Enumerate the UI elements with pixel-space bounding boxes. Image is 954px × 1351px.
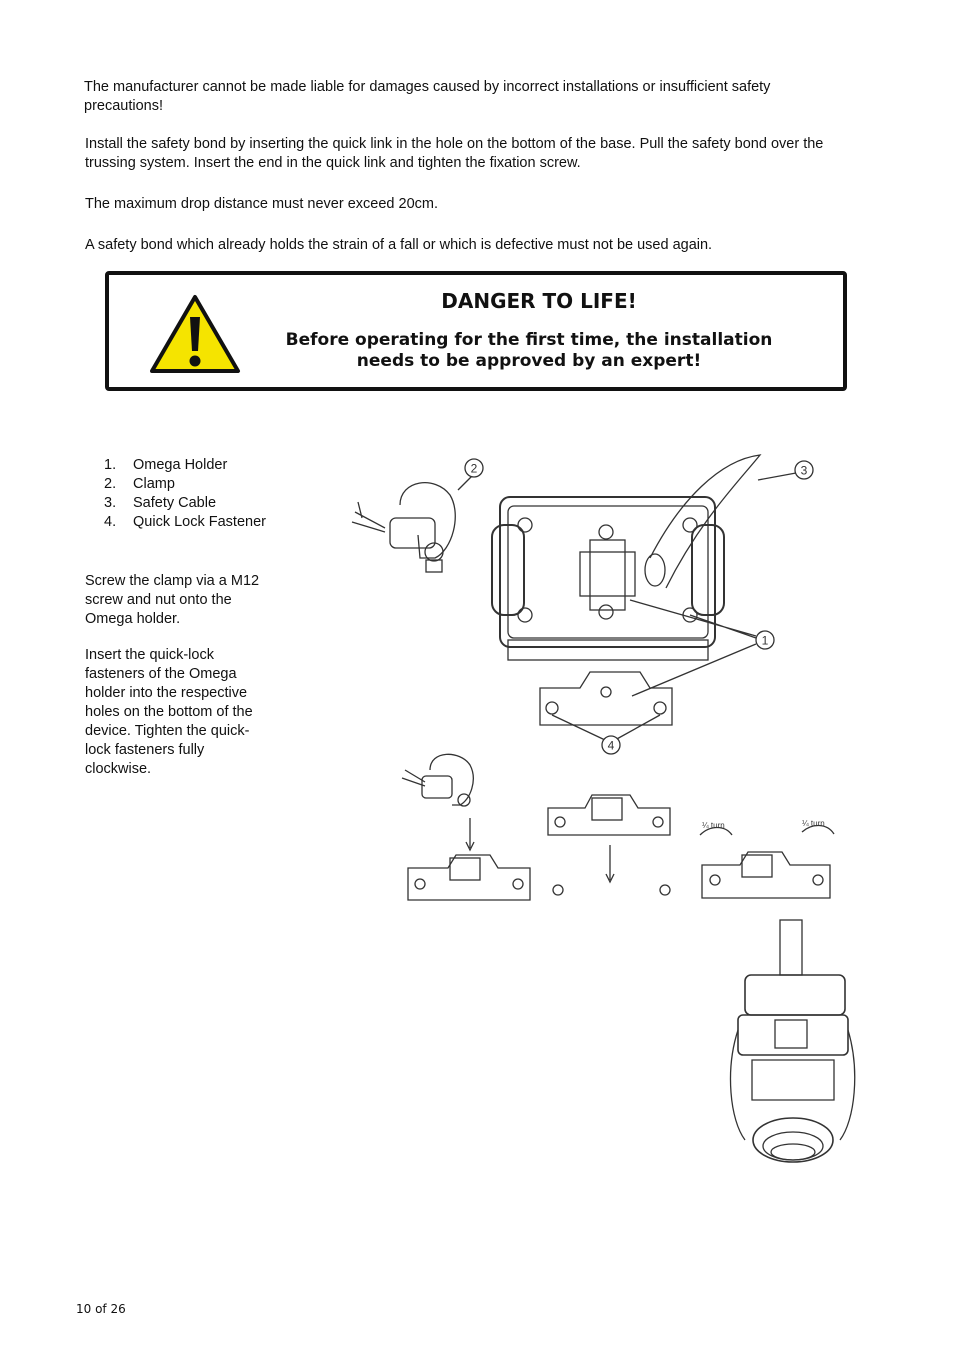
danger-warning-box: DANGER TO LIFE! Before operating for the…: [105, 271, 847, 391]
danger-text: Before operating for the first time, the…: [285, 330, 773, 371]
drop-distance-note: The maximum drop distance must never exc…: [85, 196, 438, 212]
moving-head-illustration: [729, 919, 856, 1163]
liability-notice: The manufacturer cannot be made liable f…: [84, 79, 771, 114]
parts-list: 1. Omega Holder 2. Clamp 3. Safety Cable 4.…: [84, 456, 274, 532]
quick-lock-fastener: [659, 884, 671, 896]
list-label: Clamp: [133, 476, 175, 492]
callout-1: 1: [629, 599, 775, 697]
svg-text:4: 4: [608, 739, 615, 753]
svg-text:2: 2: [471, 462, 478, 476]
svg-text:1: 1: [762, 634, 769, 648]
list-number: 1.: [104, 457, 117, 473]
quick-lock-fastener: [552, 884, 564, 896]
clamp-illustration: [351, 482, 456, 573]
mounting-diagram: 2 3 1 4 ¼ turn: [351, 454, 856, 1163]
danger-title: DANGER TO LIFE!: [441, 289, 637, 313]
turn-label: ¼ turn: [702, 821, 725, 830]
list-item: 1. Omega Holder: [84, 456, 274, 475]
step-clamp: [401, 753, 475, 852]
list-item: 4. Quick Lock Fastener: [84, 513, 274, 532]
step-quarter-turn: ¼ turn ¼ turn: [699, 819, 835, 899]
device-base-illustration: [491, 454, 762, 661]
omega-holder-illustration: [539, 671, 673, 726]
step-omega-above: [547, 794, 671, 884]
defective-bond-note: A safety bond which already holds the st…: [85, 237, 713, 253]
safety-bond-instructions: Install the safety bond by inserting the…: [85, 136, 824, 171]
list-label: Quick Lock Fastener: [133, 514, 266, 530]
step-omega-with-clamp: [407, 854, 531, 901]
page-number: 10 of 26: [76, 1302, 126, 1316]
list-label: Omega Holder: [133, 457, 228, 473]
turn-label: ¼ turn: [802, 819, 825, 828]
list-number: 2.: [104, 476, 117, 492]
svg-text:3: 3: [801, 464, 808, 478]
list-number: 3.: [104, 495, 117, 511]
clamp-instruction: Screw the clamp via a M12 screw and nut …: [85, 573, 260, 627]
list-label: Safety Cable: [133, 495, 217, 511]
warning-triangle-icon: [150, 295, 240, 373]
callout-3: 3: [757, 460, 814, 481]
list-item: 2. Clamp: [84, 475, 274, 494]
fastener-instruction: Insert the quick-lock fasteners of the O…: [85, 647, 253, 777]
list-number: 4.: [104, 514, 117, 530]
callout-4: 4: [551, 714, 661, 755]
list-item: 3. Safety Cable: [84, 494, 274, 513]
callout-2: 2: [457, 458, 484, 491]
